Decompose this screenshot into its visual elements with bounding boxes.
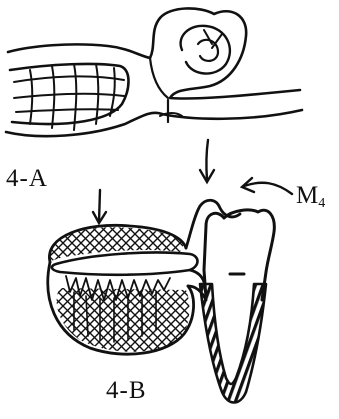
- m4-label-subscript: 4: [318, 196, 325, 211]
- figure-4a-label: 4-A: [6, 166, 48, 191]
- down-arrow-main: [200, 140, 214, 182]
- down-arrow-lesion: [93, 190, 106, 223]
- figure-4b-label: 4-B: [106, 378, 147, 403]
- tooth-root: [200, 284, 266, 403]
- m4-label-main: M: [296, 182, 318, 209]
- m4-arrow: [242, 178, 292, 194]
- m4-label: M4: [296, 183, 325, 211]
- figure-4a-lesion: [6, 8, 302, 136]
